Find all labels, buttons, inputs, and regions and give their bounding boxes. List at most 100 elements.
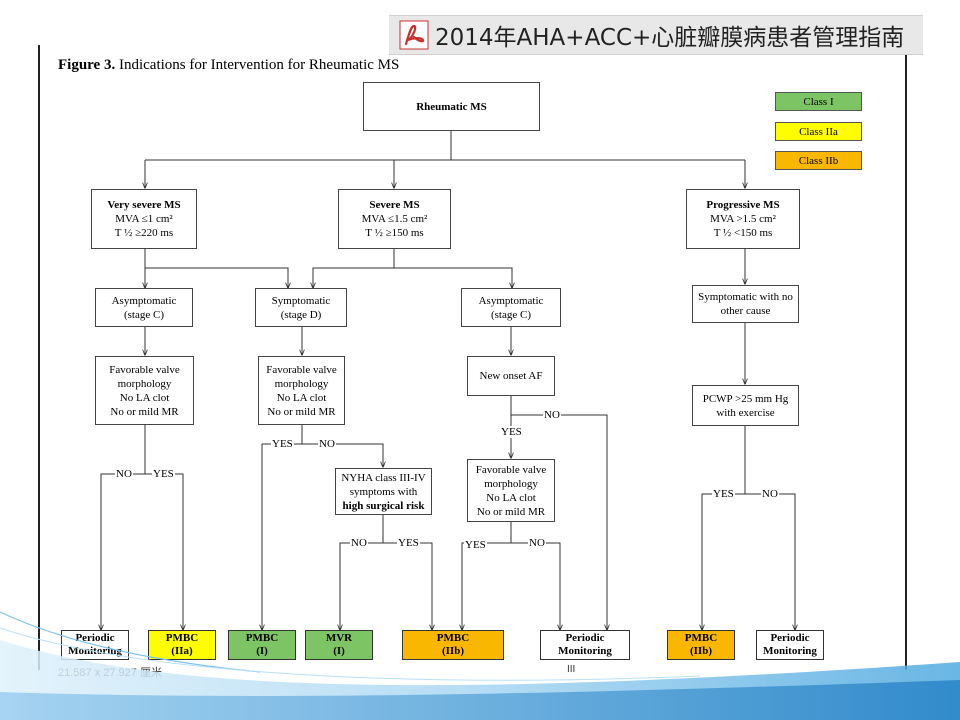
outcome-pmbc-iib-right: PMBC (IIb) (667, 630, 735, 660)
nyha-l2: symptoms with (349, 485, 418, 498)
node-progressive-ms: Progressive MS MVA >1.5 cm² T ½ <150 ms (686, 189, 800, 249)
node-symptomatic-no-other-cause: Symptomatic with no other cause (692, 285, 799, 323)
symp-d-l1: Symptomatic (271, 294, 331, 307)
symp-d-l2: (stage D) (280, 308, 322, 321)
outcome-pmbc-iib-mid: PMBC (IIb) (402, 630, 504, 660)
document-title: 2014年AHA+ACC+心脏瓣膜病患者管理指南 (435, 25, 905, 51)
legend-class-iia-label: Class IIa (799, 125, 838, 138)
figure-title: Figure 3. Indications for Intervention f… (58, 57, 399, 74)
label-yes-pcwp: YES (712, 488, 735, 500)
outcome-periodic-monitoring-3: Periodic Monitoring (756, 630, 824, 660)
node-very-severe-ms: Very severe MS MVA ≤1 cm² T ½ ≥220 ms (91, 189, 197, 249)
page-right-edge (905, 55, 907, 670)
pcwp-l2: with exercise (716, 406, 775, 419)
asym-right-l1: Asymptomatic (478, 294, 544, 307)
legend-class-iib-label: Class IIb (798, 154, 839, 167)
nyha-l1: NYHA class III-IV (341, 471, 426, 484)
label-yes-left: YES (152, 468, 175, 480)
asym-right-l2: (stage C) (490, 308, 531, 321)
outcome-pmbc-i: PMBC (I) (228, 630, 296, 660)
outcome-4-l1: MVR (325, 632, 353, 644)
outcome-8-l1: Periodic (770, 632, 810, 644)
progressive-title: Progressive MS (706, 199, 780, 211)
node-nyha-class: NYHA class III-IV symptoms with high sur… (335, 468, 432, 515)
legend-class-iia: Class IIa (775, 122, 862, 141)
fav-right-l1: Favorable valve (475, 463, 547, 476)
figure-caption: Indications for Intervention for Rheumat… (118, 57, 400, 73)
severe-title: Severe MS (369, 199, 420, 211)
fav-left-l3: No LA clot (119, 391, 170, 404)
label-no-symptomatic: NO (318, 438, 336, 450)
very-severe-t-half: T ½ ≥220 ms (114, 227, 174, 239)
outcome-5-l2: (IIb) (441, 645, 464, 657)
label-yes-nyha: YES (397, 537, 420, 549)
outcome-6-l2: Monitoring (558, 645, 612, 657)
node-favorable-valve-left: Favorable valve morphology No LA clot No… (95, 356, 194, 425)
fav-left-l1: Favorable valve (109, 363, 180, 376)
page-left-edge (38, 45, 40, 670)
asym-left-l2: (stage C) (123, 308, 164, 321)
node-symptomatic-stage-d: Symptomatic (stage D) (255, 288, 347, 327)
very-severe-mva: MVA ≤1 cm² (115, 213, 173, 225)
node-favorable-valve-mid: Favorable valve morphology No LA clot No… (258, 356, 345, 425)
outcome-3-l2: (I) (256, 645, 268, 657)
node-asymptomatic-stage-c-left: Asymptomatic (stage C) (95, 288, 193, 327)
progressive-t-half: T ½ <150 ms (713, 227, 773, 239)
fav-left-l2: morphology (117, 377, 172, 390)
fav-right-l3: No LA clot (486, 491, 536, 504)
node-pcwp: PCWP >25 mm Hg with exercise (692, 385, 799, 426)
label-no-left: NO (115, 468, 133, 480)
nyha-l3: high surgical risk (342, 499, 425, 512)
outcome-8-l2: Monitoring (763, 645, 817, 657)
outcome-7-l1: PMBC (684, 632, 718, 644)
progressive-mva: MVA >1.5 cm² (710, 213, 776, 225)
symp-other-l2: other cause (720, 305, 771, 317)
label-no-pcwp: NO (761, 488, 779, 500)
new-af-label: New onset AF (479, 370, 543, 382)
scroll-grip[interactable]: III (567, 664, 576, 675)
severe-t-half: T ½ ≥150 ms (365, 227, 424, 239)
label-no-nyha: NO (350, 537, 368, 549)
fav-mid-l1: Favorable valve (266, 363, 337, 376)
legend-class-iib: Class IIb (775, 151, 862, 170)
label-yes-af: YES (500, 426, 523, 438)
very-severe-title: Very severe MS (107, 199, 181, 211)
outcome-mvr-i: MVR (I) (305, 630, 373, 660)
node-asymptomatic-stage-c-right: Asymptomatic (stage C) (461, 288, 561, 327)
outcome-1-l1: Periodic (75, 632, 115, 644)
document-title-bar: 2014年AHA+ACC+心脏瓣膜病患者管理指南 (389, 15, 923, 55)
label-no-fav-right: NO (528, 537, 546, 549)
fav-mid-l4: No or mild MR (267, 405, 336, 418)
pcwp-l1: PCWP >25 mm Hg (702, 392, 789, 405)
figure-label: Figure 3. (58, 57, 116, 73)
outcome-2-l1: PMBC (165, 632, 199, 644)
outcome-pmbc-iia: PMBC (IIa) (148, 630, 216, 660)
node-rheumatic-ms-title: Rheumatic MS (416, 100, 487, 113)
outcome-5-l1: PMBC (436, 632, 470, 644)
outcome-3-l1: PMBC (245, 632, 279, 644)
asym-left-l1: Asymptomatic (111, 294, 177, 307)
fav-left-l4: No or mild MR (110, 405, 179, 418)
node-severe-ms: Severe MS MVA ≤1.5 cm² T ½ ≥150 ms (338, 189, 451, 249)
symp-other-l1: Symptomatic with no (698, 291, 793, 303)
outcome-periodic-monitoring-2: Periodic Monitoring (540, 630, 630, 660)
outcome-7-l2: (IIb) (689, 645, 712, 657)
outcome-4-l2: (I) (333, 645, 345, 657)
fav-right-l4: No or mild MR (476, 505, 546, 518)
label-yes-symptomatic: YES (271, 438, 294, 450)
pdf-icon (399, 20, 429, 50)
node-favorable-valve-right: Favorable valve morphology No LA clot No… (467, 459, 555, 522)
legend-class-i: Class I (775, 92, 862, 111)
legend-class-i-label: Class I (803, 95, 834, 108)
outcome-6-l1: Periodic (565, 632, 605, 644)
outcome-2-l2: (IIa) (171, 645, 193, 657)
node-rheumatic-ms: Rheumatic MS (363, 82, 540, 131)
fav-mid-l2: morphology (274, 377, 329, 390)
fav-mid-l3: No LA clot (276, 391, 327, 404)
severe-mva: MVA ≤1.5 cm² (361, 213, 428, 225)
fav-right-l2: morphology (484, 477, 538, 490)
label-yes-fav-right: YES (464, 539, 487, 551)
label-no-af: NO (543, 409, 561, 421)
node-new-onset-af: New onset AF (467, 356, 555, 396)
